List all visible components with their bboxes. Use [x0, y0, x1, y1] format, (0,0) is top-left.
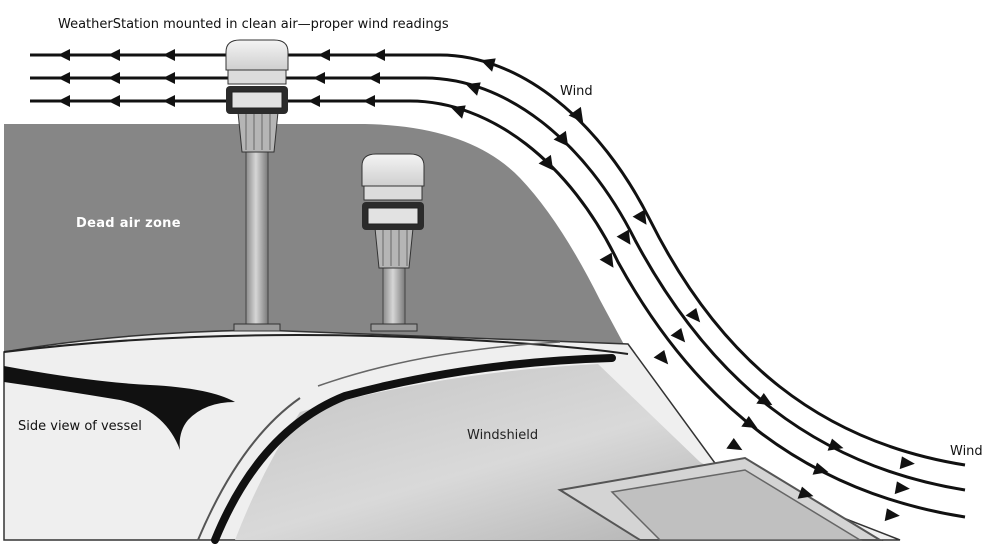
cabin-roof-line	[3, 334, 629, 355]
dead-air-zone	[4, 124, 628, 352]
weather-station-dead-air	[361, 153, 425, 332]
wind-label-right: Wind	[950, 444, 983, 459]
mast-tall	[245, 147, 269, 329]
wind-flow-line-1	[30, 53, 966, 467]
sensor-dome-tall	[225, 39, 289, 71]
wind-curve-arrowheads	[450, 58, 915, 522]
side-view-label: Side view of vessel	[18, 419, 142, 434]
station-base-tall	[237, 111, 279, 153]
mast-short	[382, 267, 406, 329]
windshield-label: Windshield	[467, 428, 539, 443]
diagram-title: WeatherStation mounted in clean air—prop…	[58, 17, 449, 32]
dead-air-zone-label: Dead air zone	[76, 216, 181, 231]
wind-flow-line-3	[30, 99, 966, 519]
wind-arrowheads	[58, 49, 385, 107]
windshield-trim	[211, 354, 616, 544]
sensor-dome-short	[361, 153, 425, 187]
wind-flow-lines	[30, 53, 966, 519]
hull-swoosh	[4, 366, 235, 450]
wind-flow-line-2	[30, 76, 966, 492]
weather-station-clean-air	[225, 39, 289, 332]
wind-label-top: Wind	[560, 84, 593, 99]
